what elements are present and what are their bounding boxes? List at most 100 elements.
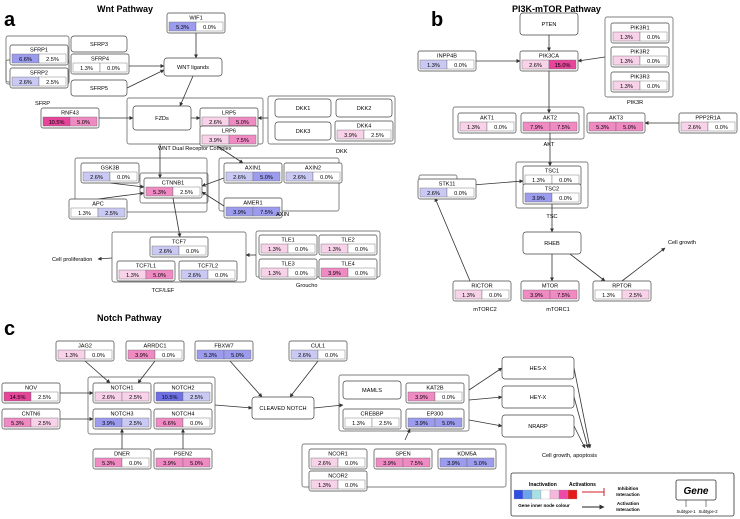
group-box xyxy=(301,443,507,488)
gene-name: TLE4 xyxy=(341,262,354,268)
gene-name: NOTCH1 xyxy=(111,386,134,392)
node-label: NRARP xyxy=(528,424,548,430)
node-cleaved_notch: CLEAVED NOTCH xyxy=(251,396,315,420)
gene-name: TLE2 xyxy=(341,238,354,244)
subtype1-value: 5.3% xyxy=(11,421,24,427)
subtype2-cell xyxy=(548,59,577,70)
gene-name: RPTOR xyxy=(612,284,631,290)
subtype2-value: 2.5% xyxy=(38,421,51,427)
subtype2-cell xyxy=(317,349,346,360)
subtype2-value: 0.0% xyxy=(355,271,368,277)
subtype2-value: 2.5% xyxy=(129,421,142,427)
subtype1-value: 3.9% xyxy=(415,395,428,401)
subtype1-value: 3.9% xyxy=(447,461,460,467)
gene-name: NOTCH3 xyxy=(111,412,134,418)
subtype2-value: 0.0% xyxy=(320,175,333,181)
edge-arrow xyxy=(573,425,586,449)
gene-name: KAT2B xyxy=(426,386,444,392)
legend-gradient-swatch xyxy=(567,489,578,500)
edge-arrow xyxy=(213,143,244,164)
subtype1-value: 10.5% xyxy=(49,120,65,126)
subtype2-cell xyxy=(363,129,392,140)
node-label: SFRP3 xyxy=(90,42,108,48)
gene-name: MTOR xyxy=(542,284,558,290)
label-t-tcflef: TCF/LEF xyxy=(152,288,175,294)
subtype1-value: 3.9% xyxy=(530,293,543,299)
subtype2-cell xyxy=(228,134,257,145)
legend-gene-label: Gene xyxy=(683,486,708,497)
gene-name: DNER xyxy=(114,452,130,458)
subtype2-value: 5.0% xyxy=(77,120,90,126)
subtype2-cell xyxy=(145,269,174,280)
subtype2-cell xyxy=(207,269,236,280)
subtype2-value: 2.5% xyxy=(38,395,51,401)
gene-name: DKK4 xyxy=(357,124,372,130)
gene-name: SFRP1 xyxy=(30,48,48,54)
legend-gradient-swatch xyxy=(540,489,551,500)
edge-arrow xyxy=(468,395,503,401)
subtype2-cell xyxy=(38,76,67,87)
subtype2-cell xyxy=(84,349,113,360)
subtype2-value: 7.5% xyxy=(557,293,570,299)
node-label: CLEAVED NOTCH xyxy=(259,406,306,412)
label-t-mtorc1: mTORC1 xyxy=(546,307,570,313)
gene-name: APC xyxy=(92,202,104,208)
node-pten: PTEN xyxy=(519,12,579,36)
edge-arrow xyxy=(179,75,194,107)
gene-name: TCF7 xyxy=(172,240,186,246)
subtype2-cell xyxy=(466,457,495,468)
subtype1-value: 1.3% xyxy=(318,483,331,489)
node-label: DKK3 xyxy=(296,129,311,135)
subtype2-cell xyxy=(621,289,650,300)
subtype2-value: 2.5% xyxy=(46,80,59,86)
label-t-cellgrowth: Cell growth xyxy=(668,240,696,246)
node-label: RHEB xyxy=(544,241,560,247)
subtype1-value: 1.3% xyxy=(126,273,139,279)
subtype1-value: 2.6% xyxy=(427,191,440,197)
subtype1-value: 1.3% xyxy=(427,63,440,69)
gene-node-mtor: MTOR 3.9% 7.5% xyxy=(520,280,580,302)
subtype2-cell xyxy=(38,53,67,64)
subtype2-value: 0.0% xyxy=(190,421,203,427)
subtype2-cell xyxy=(549,289,578,300)
node-label: DKK1 xyxy=(296,106,311,112)
label-t-mtorc2: mTORC2 xyxy=(473,307,497,313)
gene-name: TSC2 xyxy=(545,187,559,193)
subtype2-value: 7.5% xyxy=(260,210,273,216)
node-label: PTEN xyxy=(542,22,557,28)
subtype2-value: 2.5% xyxy=(629,293,642,299)
subtype2-value: 7.5% xyxy=(557,125,570,131)
subtype2-cell xyxy=(121,417,150,428)
subtype2-cell xyxy=(121,391,150,402)
subtype2-value: 0.0% xyxy=(295,271,308,277)
subtype2-value: 5.0% xyxy=(442,421,455,427)
legend-activations-label: Activations xyxy=(569,482,596,488)
legend-inhibition-interaction-label: Interaction xyxy=(616,492,640,497)
subtype1-value: 1.3% xyxy=(268,271,281,277)
label-t-dkk: DKK xyxy=(336,149,348,155)
subtype2-value: 5.0% xyxy=(190,461,203,467)
subtype2-cell xyxy=(109,171,138,182)
pathway-nodes: WIF15.3%0.0%SFRP16.6%2.5%SFRP41.3%0.0%SF… xyxy=(1,12,738,492)
subtype2-cell xyxy=(252,171,281,182)
subtype2-value: 0.0% xyxy=(647,59,660,65)
gene-name: PPP2R1A xyxy=(695,116,720,122)
node-hes: HES-X xyxy=(501,356,575,380)
node-box xyxy=(501,356,575,380)
subtype2-cell xyxy=(402,457,431,468)
subtype2-value: 2.5% xyxy=(379,421,392,427)
edge-arrow xyxy=(97,191,145,200)
subtype2-value: 5.0% xyxy=(623,125,636,131)
